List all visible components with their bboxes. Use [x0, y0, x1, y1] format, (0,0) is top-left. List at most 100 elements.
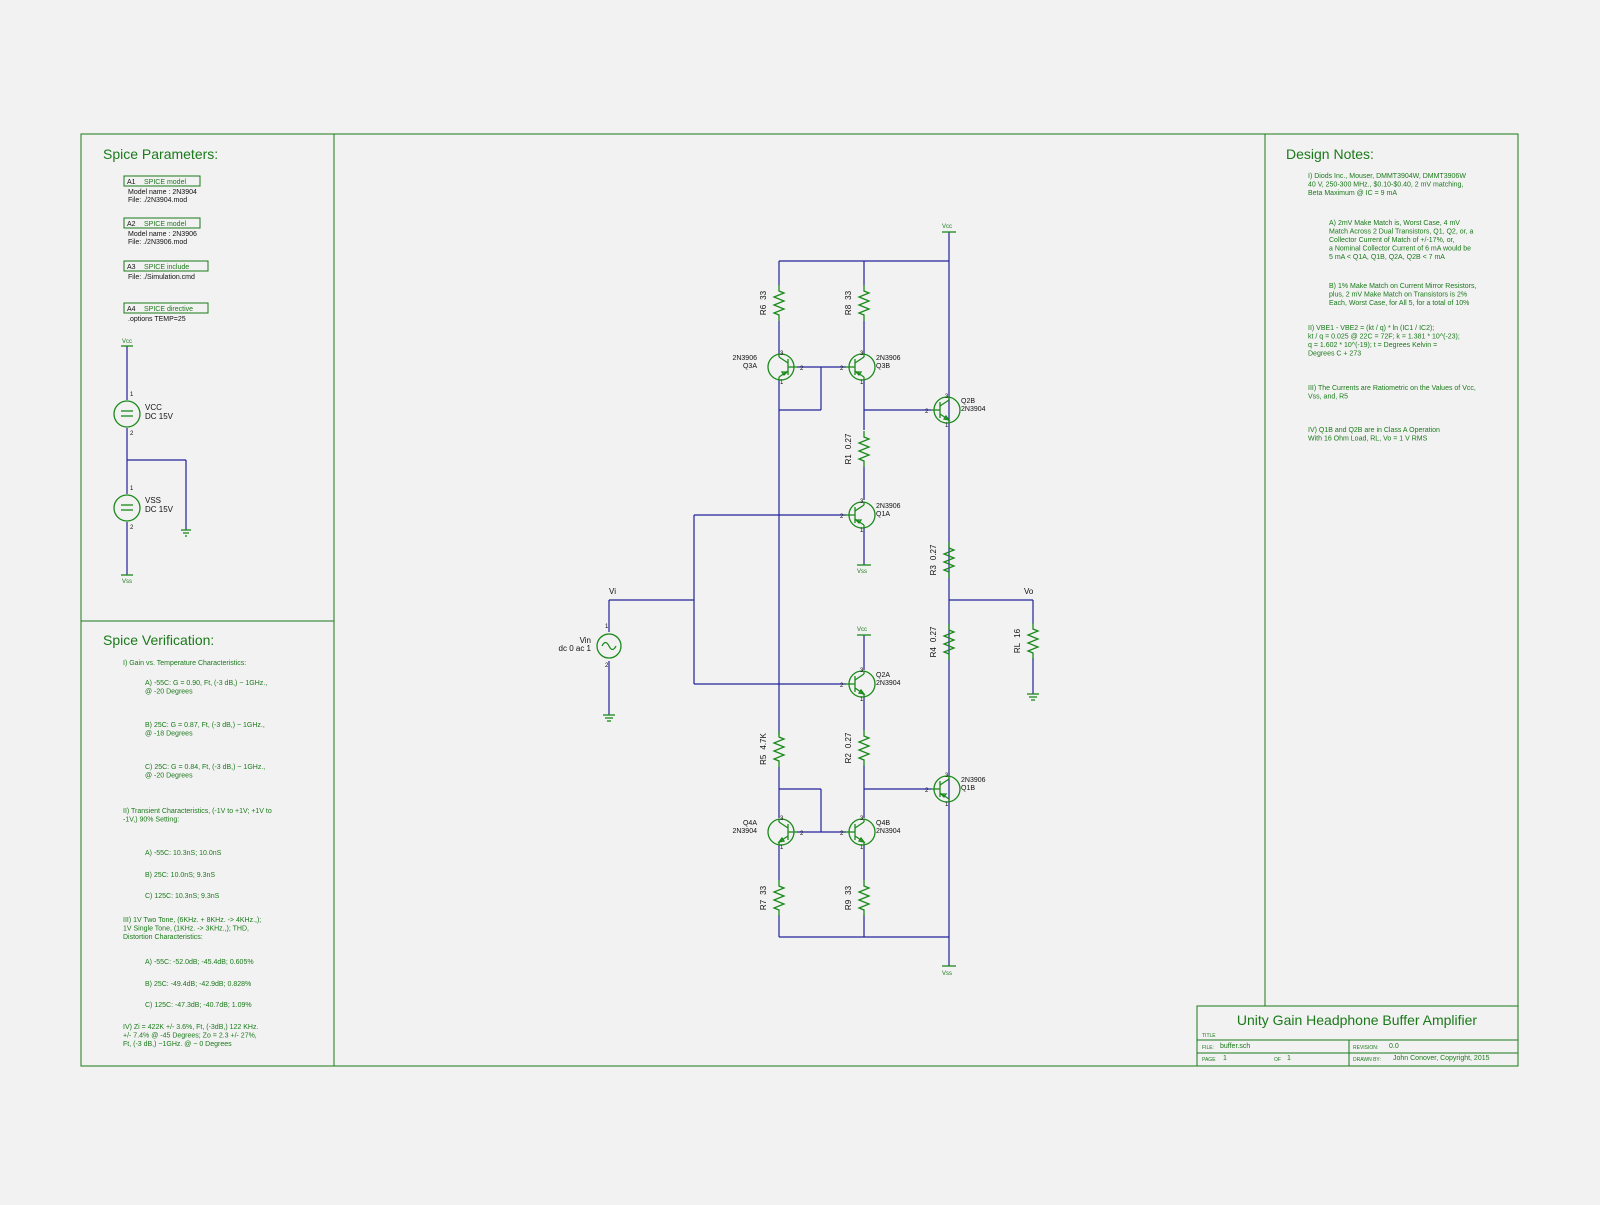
note-line: With 16 Ohm Load, RL, Vo = 1 V RMS: [1308, 436, 1428, 443]
pin-label: 1: [130, 486, 134, 492]
note-line: I) Gain vs. Temperature Characteristics:: [123, 660, 246, 667]
resistor-icon: [857, 730, 871, 766]
svg-text:1: 1: [605, 624, 609, 630]
supply-schematic: Vcc Vss 1 2 1 2 VCC DC 15V VSS DC 15V: [113, 339, 191, 585]
resistor-icon: [1026, 623, 1040, 659]
resistor-label: R54.7K: [759, 732, 768, 764]
resistor: R7 33: [759, 880, 786, 916]
note-line: A) -55C: G = 0.90, Ft, (-3 dB,) ~ 1GHz.,: [145, 680, 267, 687]
transistor-model: 2N3904: [876, 680, 901, 687]
transistor-model: 2N3906: [732, 355, 757, 362]
resistors: R633R833R10.27R30.27R40.27RL16R54.7KR20.…: [759, 285, 1040, 916]
page-count: 1: [1287, 1055, 1291, 1062]
ac-source-icon: [596, 633, 622, 659]
resistor-value: 16: [1013, 628, 1022, 637]
resistor: R10.27: [844, 431, 871, 467]
transistor-ref: Q1B: [961, 785, 975, 792]
resistor-label: R933: [844, 885, 853, 910]
resistor-ref: R7: [759, 899, 768, 910]
pin-label: 2: [925, 788, 929, 794]
pin-label: 1: [945, 802, 949, 808]
vcc-name: VCC: [145, 403, 162, 412]
note-line: 1V Single Tone, (1KHz. -> 3KHz.,); THD,: [123, 926, 249, 933]
resistor-label: RL16: [1013, 628, 1022, 653]
transistor-ref: Q4B: [876, 820, 890, 827]
pin-label: 1: [945, 423, 949, 429]
vcc-net-label: Vcc: [122, 339, 132, 345]
spice-block-kind: SPICE model: [144, 179, 186, 186]
spice-block-ref: A1: [127, 179, 136, 186]
resistor-value: 33: [759, 290, 768, 299]
spice-block-line: File: ./2N3904.mod: [128, 197, 187, 204]
pin-label: 2: [925, 409, 929, 415]
resistor: R6 33: [759, 285, 786, 321]
note-line: -1V,) 90% Setting:: [123, 817, 179, 824]
vcc-source-icon: [113, 400, 141, 428]
note-line: @ -20 Degrees: [145, 689, 193, 696]
note-line: A) -55C: -52.0dB; -45.4dB; 0.605%: [145, 959, 254, 966]
resistor: R40.27: [929, 624, 956, 660]
vss-net-label: Vss: [122, 579, 132, 585]
pin-label: 2: [800, 366, 804, 372]
note-line: Match Across 2 Dual Transistors, Q1, Q2,…: [1329, 229, 1473, 236]
vss-value: DC 15V: [145, 505, 174, 514]
resistor-ref: R6: [759, 304, 768, 315]
pin-label: 1: [860, 380, 864, 386]
resistor-label: R30.27: [929, 544, 938, 575]
resistor: R2 0.27: [844, 730, 871, 766]
note-line: B) 25C: -49.4dB; -42.9dB; 0.828%: [145, 981, 251, 988]
resistor: RL16: [1013, 623, 1040, 659]
resistor-value: 0.27: [929, 544, 938, 560]
spice-block-line: Model name : 2N3904: [128, 189, 197, 196]
net-vss-label: Vss: [857, 569, 867, 575]
pin-label: 3: [860, 499, 864, 505]
vcc-value: DC 15V: [145, 412, 174, 421]
title-block: Unity Gain Headphone Buffer Amplifier TI…: [1196, 1005, 1519, 1067]
of-label: OF: [1274, 1057, 1281, 1063]
note-line: plus, 2 mV Make Match on Transistors is …: [1329, 292, 1467, 299]
pin-label: 3: [945, 773, 949, 779]
note-line: II) VBE1 - VBE2 = (kt / q) * ln (IC1 / I…: [1308, 325, 1434, 332]
vin-value: dc 0 ac 1: [559, 644, 592, 653]
sheet-border: [80, 133, 1519, 1067]
transistor-ref: Q3B: [876, 363, 890, 370]
pin-label: 3: [780, 351, 784, 357]
spice-block-ref: A4: [127, 306, 136, 313]
page-number: 1: [1223, 1055, 1227, 1062]
transistor-ref: Q2A: [876, 672, 890, 679]
transistor-model: 2N3906: [876, 355, 901, 362]
resistor-label: R2 0.27: [844, 732, 853, 763]
spice-block-ref: A2: [127, 221, 136, 228]
file-label: FILE:: [1202, 1045, 1214, 1051]
resistor-icon: [857, 880, 871, 916]
vss-name: VSS: [145, 496, 161, 505]
pin-label: 1: [860, 697, 864, 703]
resistor-value: 33: [759, 885, 768, 894]
note-line: III) 1V Two Tone, (6KHz. + 8KHz. -> 4KHz…: [123, 917, 261, 924]
note-line: A) 2mV Make Match is, Worst Case, 4 mV: [1329, 220, 1460, 227]
design-notes-title: Design Notes:: [1286, 146, 1374, 162]
note-line: IV) Q1B and Q2B are in Class A Operation: [1308, 427, 1440, 434]
resistor-ref: R2: [844, 753, 853, 764]
resistor: R933: [844, 880, 871, 916]
note-line: @ -18 Degrees: [145, 731, 193, 738]
spice-block-line: Model name : 2N3906: [128, 231, 197, 238]
note-line: Vss, and, R5: [1308, 394, 1348, 401]
drawn-by: John Conover, Copyright, 2015: [1393, 1055, 1490, 1062]
spice-block-line: .options TEMP=25: [128, 316, 186, 323]
pin-label: 2: [840, 514, 844, 520]
resistor-ref: R1: [844, 454, 853, 465]
vin-source: 1 2 Vin dc 0 ac 1: [559, 624, 622, 669]
pin-label: 1: [780, 845, 784, 851]
note-line: @ -20 Degrees: [145, 773, 193, 780]
resistor: R54.7K: [759, 731, 786, 767]
resistor-value: 0.27: [844, 732, 853, 748]
pin-label: 2: [840, 366, 844, 372]
